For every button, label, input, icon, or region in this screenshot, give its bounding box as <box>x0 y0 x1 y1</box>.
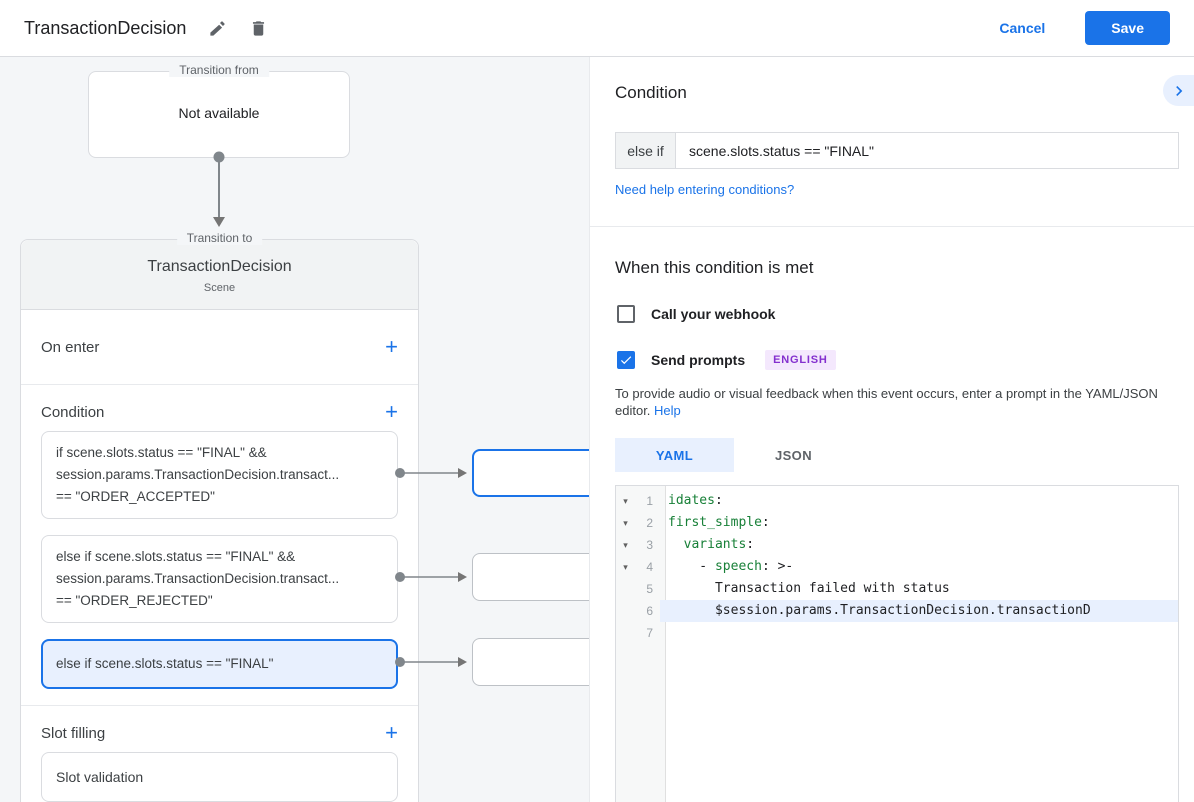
condition-editor-panel: Condition else if Need help entering con… <box>589 57 1194 802</box>
delete-scene-button[interactable] <box>249 19 268 38</box>
condition-section-header: Condition + <box>21 385 418 431</box>
trash-icon <box>253 20 265 36</box>
fold-arrow-icon <box>616 622 635 644</box>
editor-gutter <box>616 486 666 802</box>
condition-prefix: else if <box>616 133 676 168</box>
tab-yaml[interactable]: YAML <box>615 438 734 472</box>
transition-target-box-2[interactable] <box>472 553 589 601</box>
condition-text-line: else if scene.slots.status == "FINAL" && <box>56 549 296 564</box>
code-line[interactable]: ▾ 3 variants: <box>616 534 1178 556</box>
code-text: variants: <box>683 537 755 552</box>
condition-text-line: == "ORDER_REJECTED" <box>56 593 213 608</box>
add-slot-button[interactable]: + <box>385 720 398 745</box>
add-on-enter-button[interactable]: + <box>385 334 398 359</box>
tab-json[interactable]: JSON <box>774 447 812 463</box>
prompt-description: To provide audio or visual feedback when… <box>615 385 1181 419</box>
panel-title: Condition <box>615 83 687 102</box>
fold-arrow-icon <box>616 600 635 622</box>
conditions-help-link[interactable]: Need help entering conditions? <box>615 182 795 197</box>
scene-type-label: Scene <box>203 282 236 294</box>
page-title: TransactionDecision <box>24 17 187 38</box>
code-line[interactable]: ▾ 1 idates: <box>616 490 1178 512</box>
send-prompts-row: Send prompts ENGLISH <box>615 350 1178 370</box>
on-enter-section: On enter + <box>21 310 418 384</box>
condition-card-1[interactable]: if scene.slots.status == "FINAL" && sess… <box>41 431 398 519</box>
webhook-row: Call your webhook <box>615 305 1178 323</box>
cancel-button[interactable]: Cancel <box>999 20 1046 36</box>
transition-from-box[interactable]: Transition from Not available <box>88 63 350 158</box>
code-text: first_simple: <box>668 515 770 530</box>
checkmark-icon <box>620 356 632 365</box>
top-bar: TransactionDecision Cancel Save <box>0 0 1194 57</box>
transition-from-legend: Transition from <box>169 63 269 77</box>
transition-target-box-1[interactable] <box>472 449 589 497</box>
line-number: 7 <box>646 626 653 640</box>
prompt-description-text: To provide audio or visual feedback when… <box>615 386 1158 418</box>
help-link[interactable]: Help <box>654 403 681 418</box>
code-line[interactable]: 6 $session.params.TransactionDecision.tr… <box>616 600 1178 622</box>
code-line[interactable]: 5 Transaction failed with status <box>616 578 1178 600</box>
transition-from-value: Not available <box>178 105 260 121</box>
code-lines: ▾ 1 idates: ▾ 2 first_simple: ▾ 3 variants: ▾ 4 -… <box>616 486 1178 644</box>
collapse-panel-button[interactable] <box>1163 75 1194 106</box>
condition-text-line: == "ORDER_ACCEPTED" <box>56 489 215 504</box>
condition-text-line: session.params.TransactionDecision.trans… <box>56 571 340 586</box>
save-button[interactable]: Save <box>1085 11 1170 45</box>
scene-card: Transition to TransactionDecision Scene … <box>20 231 419 802</box>
add-condition-button[interactable]: + <box>385 399 398 424</box>
slot-filling-section-header: Slot filling + <box>21 706 418 752</box>
line-number: 6 <box>646 604 653 618</box>
divider <box>21 384 418 385</box>
webhook-checkbox[interactable] <box>617 305 635 323</box>
line-number: 5 <box>646 582 653 596</box>
fold-arrow-icon <box>616 578 635 600</box>
condition-text-line: if scene.slots.status == "FINAL" && <box>56 445 267 460</box>
divider <box>21 705 418 706</box>
line-number: 2 <box>646 516 653 530</box>
send-prompts-label: Send prompts <box>651 352 746 368</box>
condition-cards: if scene.slots.status == "FINAL" && sess… <box>21 431 418 689</box>
slot-validation-card[interactable]: Slot validation <box>41 752 398 802</box>
line-number: 1 <box>646 494 653 508</box>
code-line[interactable]: ▾ 2 first_simple: <box>616 512 1178 534</box>
fold-arrow-icon[interactable]: ▾ <box>623 562 628 572</box>
code-text: Transaction failed with status <box>668 581 950 596</box>
scene-card-header[interactable]: TransactionDecision Scene <box>21 240 418 310</box>
send-prompts-checkbox[interactable] <box>617 351 635 369</box>
language-badge: ENGLISH <box>765 350 836 370</box>
fold-arrow-icon[interactable]: ▾ <box>623 496 628 506</box>
code-text <box>660 622 1178 644</box>
code-text: $session.params.TransactionDecision.tran… <box>660 600 1178 622</box>
code-text: - speech: >- <box>668 559 794 574</box>
yaml-code-editor[interactable]: ▾ 1 idates: ▾ 2 first_simple: ▾ 3 variants: ▾ 4 -… <box>615 485 1179 802</box>
scene-name: TransactionDecision <box>147 258 292 275</box>
condition-input-row: else if <box>615 132 1179 169</box>
fold-arrow-icon[interactable]: ▾ <box>623 540 628 550</box>
pencil-icon <box>210 20 226 36</box>
slot-filling-label: Slot filling <box>41 724 106 742</box>
edit-name-button[interactable] <box>208 19 227 38</box>
condition-expression-input[interactable] <box>676 133 1178 168</box>
condition-card-2[interactable]: else if scene.slots.status == "FINAL" &&… <box>41 535 398 623</box>
transition-target-box-3[interactable] <box>472 638 589 686</box>
condition-card-3-selected[interactable]: else if scene.slots.status == "FINAL" <box>41 639 398 689</box>
chevron-right-icon <box>1175 85 1182 96</box>
scene-flow-canvas: Transition from Not available Transition… <box>0 57 589 802</box>
code-line[interactable]: 7 <box>616 622 1178 644</box>
code-text: idates: <box>668 493 723 508</box>
line-number: 3 <box>646 538 653 552</box>
condition-section-label: Condition <box>41 403 105 421</box>
editor-tabs: YAML JSON <box>615 438 1178 472</box>
code-line[interactable]: ▾ 4 - speech: >- <box>616 556 1178 578</box>
transition-to-legend: Transition to <box>176 231 263 245</box>
divider <box>590 226 1194 227</box>
fold-arrow-icon[interactable]: ▾ <box>623 518 628 528</box>
condition-text-line: else if scene.slots.status == "FINAL" <box>56 656 274 671</box>
condition-text-line: session.params.TransactionDecision.trans… <box>56 467 340 482</box>
webhook-label: Call your webhook <box>651 306 776 322</box>
when-met-heading: When this condition is met <box>615 258 814 277</box>
on-enter-label: On enter <box>41 338 100 356</box>
line-number: 4 <box>646 560 653 574</box>
